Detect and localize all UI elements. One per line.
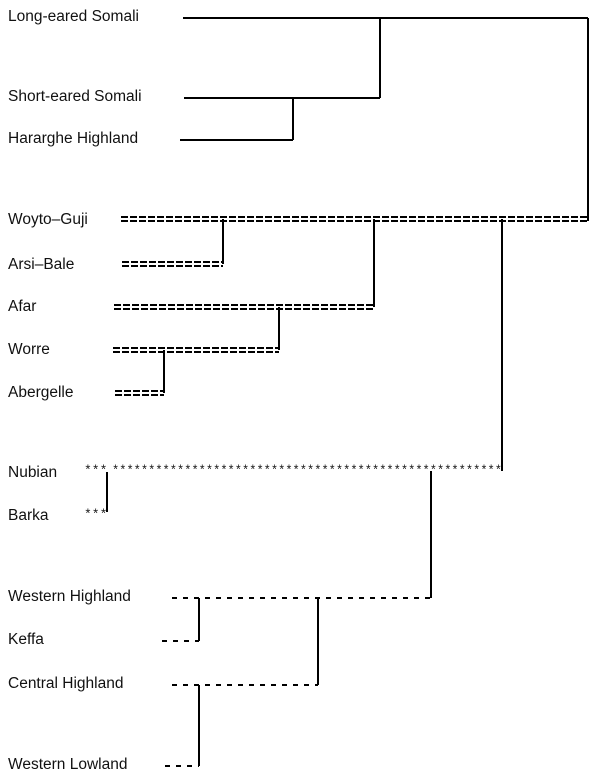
taxon-label-western-highland: Western Highland — [8, 588, 131, 605]
taxon-label-afar: Afar — [8, 298, 37, 315]
highland-cluster — [162, 471, 432, 767]
taxon-label-woyto-guji: Woyto–Guji — [8, 211, 88, 228]
taxon-label-hararghe-highland: Hararghe Highland — [8, 130, 139, 147]
somali-cluster — [180, 17, 589, 221]
taxon-label-western-lowland: Western Lowland — [8, 756, 128, 773]
branch-nubian: ****************************************… — [112, 463, 502, 478]
branch-arsi-bale — [122, 261, 223, 267]
nubian-cluster: *** ************************************… — [84, 463, 502, 522]
taxon-label-long-eared-somali: Long-eared Somali — [8, 8, 139, 25]
taxon-label-short-eared-somali: Short-eared Somali — [8, 88, 142, 105]
branch-barka: *** — [84, 507, 107, 522]
branch-nubian-stub: *** — [84, 463, 107, 478]
woyto-cluster — [113, 216, 588, 471]
taxon-label-worre: Worre — [8, 341, 50, 358]
taxon-label-central-highland: Central Highland — [8, 675, 124, 692]
taxon-label-keffa: Keffa — [8, 631, 44, 648]
taxon-label-barka: Barka — [8, 507, 49, 524]
taxon-label-arsi-bale: Arsi–Bale — [8, 256, 75, 273]
branch-worre — [113, 347, 279, 353]
taxon-label-nubian: Nubian — [8, 464, 58, 481]
branch-woyto-guji — [121, 216, 588, 222]
branch-abergelle — [115, 390, 164, 396]
taxon-label-abergelle: Abergelle — [8, 384, 74, 401]
branch-afar — [114, 304, 374, 310]
